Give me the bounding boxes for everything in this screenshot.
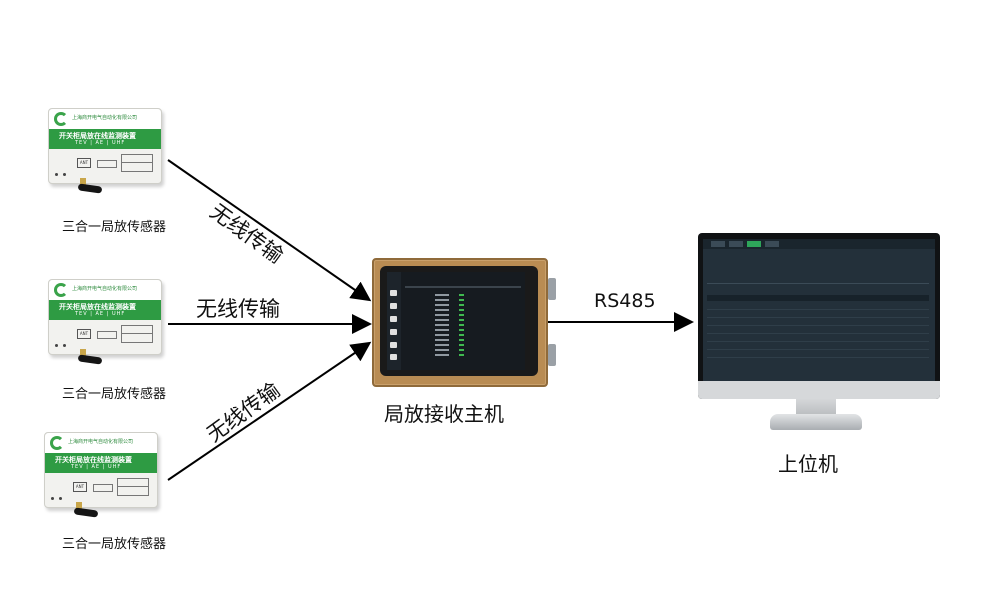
sensor-caption-3: 三合一局放传感器 [62, 537, 167, 552]
link-label-rs485: RS485 [594, 290, 656, 312]
host-caption: 上位机 [778, 452, 838, 476]
receiver-handle [548, 344, 556, 366]
host-monitor-neck [796, 399, 836, 417]
sensor-device-3: 上海商开电气自动化有限公司 开关柜局放在线监测装置 TEV | AE | UHF… [44, 432, 164, 518]
sensor-subtitle: TEV | AE | UHF [71, 464, 122, 470]
host-table-row [707, 349, 929, 350]
host-tab-active [747, 241, 761, 247]
sensor-ant-port: ANT [77, 158, 91, 168]
sensor-subtitle: TEV | AE | UHF [75, 311, 126, 317]
led-icon [55, 173, 58, 176]
receiver-row [405, 339, 521, 341]
receiver-tablet [380, 266, 538, 376]
host-table-row [707, 357, 929, 358]
arrow-sensor1-to-receiver [167, 159, 372, 302]
receiver-row [405, 294, 521, 296]
sensor-caption-1: 三合一局放传感器 [62, 220, 167, 235]
host-data-table [707, 287, 929, 373]
receiver-handle [548, 278, 556, 300]
receiver-row [405, 299, 521, 301]
antenna-base-icon [76, 502, 82, 510]
host-monitor-chin [698, 381, 940, 399]
led-icon [55, 344, 58, 347]
list-icon [390, 303, 397, 309]
host-screen [703, 239, 935, 381]
link-label-2: 无线传输 [196, 297, 280, 321]
receiver-row [405, 329, 521, 331]
host-tab [711, 241, 725, 247]
sensor-title: 开关柜局放在线监测装置 [59, 132, 136, 140]
host-table-row [707, 333, 929, 334]
host-monitor-base [770, 414, 862, 430]
warning-icon [390, 329, 397, 335]
led-icon [59, 497, 62, 500]
host-table-row [707, 325, 929, 326]
arrow-sensor3-to-receiver [167, 341, 372, 481]
receiver-caption: 局放接收主机 [384, 402, 504, 426]
receiver-row [405, 334, 521, 336]
doc-icon [390, 316, 397, 322]
receiver-row [405, 304, 521, 306]
receiver-row [405, 324, 521, 326]
sensor-company: 上海商开电气自动化有限公司 [68, 439, 134, 445]
host-topbar [703, 239, 935, 249]
receiver-host-device [372, 258, 556, 387]
sensor-ant-port: ANT [77, 329, 91, 339]
host-table-row [707, 309, 929, 310]
receiver-table-header [405, 286, 521, 288]
terminal-block-icon [97, 331, 117, 339]
company-logo-icon [54, 112, 68, 126]
mode-table-icon [117, 478, 149, 496]
antenna-base-icon [80, 178, 86, 186]
host-tab [765, 241, 779, 247]
host-monitor [698, 233, 940, 399]
receiver-row [405, 319, 521, 321]
company-logo-icon [54, 283, 68, 297]
grid-icon [390, 290, 397, 296]
antenna-icon [77, 183, 103, 194]
led-icon [63, 344, 66, 347]
sensor-company: 上海商开电气自动化有限公司 [72, 115, 138, 121]
host-table-row [707, 341, 929, 342]
sensor-device-2: 上海商开电气自动化有限公司 开关柜局放在线监测装置 TEV | AE | UHF… [48, 279, 168, 365]
sensor-subtitle: TEV | AE | UHF [75, 140, 126, 146]
company-logo-icon [50, 436, 64, 450]
sensor-title: 开关柜局放在线监测装置 [59, 303, 136, 311]
host-chart-area [707, 253, 929, 284]
receiver-row [405, 314, 521, 316]
receiver-sidebar [387, 272, 401, 370]
sensor-caption-2: 三合一局放传感器 [62, 387, 167, 402]
led-icon [51, 497, 54, 500]
sensor-device-1: 上海商开电气自动化有限公司 开关柜局放在线监测装置 TEV | AE | UHF… [48, 108, 168, 194]
sensor-title: 开关柜局放在线监测装置 [55, 456, 132, 464]
sensor-company: 上海商开电气自动化有限公司 [72, 286, 138, 292]
host-tab [729, 241, 743, 247]
terminal-block-icon [97, 160, 117, 168]
receiver-row [405, 349, 521, 351]
host-table-header [707, 295, 929, 301]
antenna-icon [77, 354, 103, 365]
mode-table-icon [121, 325, 153, 343]
terminal-block-icon [93, 484, 113, 492]
host-table-row [707, 317, 929, 318]
receiver-row [405, 354, 521, 356]
mode-table-icon [121, 154, 153, 172]
receiver-row [405, 309, 521, 311]
receiver-row [405, 344, 521, 346]
gear-icon [390, 354, 397, 360]
led-icon [63, 173, 66, 176]
receiver-screen [387, 272, 525, 370]
antenna-base-icon [80, 349, 86, 357]
sensor-ant-port: ANT [73, 482, 87, 492]
device-icon [390, 342, 397, 348]
antenna-icon [73, 507, 99, 518]
